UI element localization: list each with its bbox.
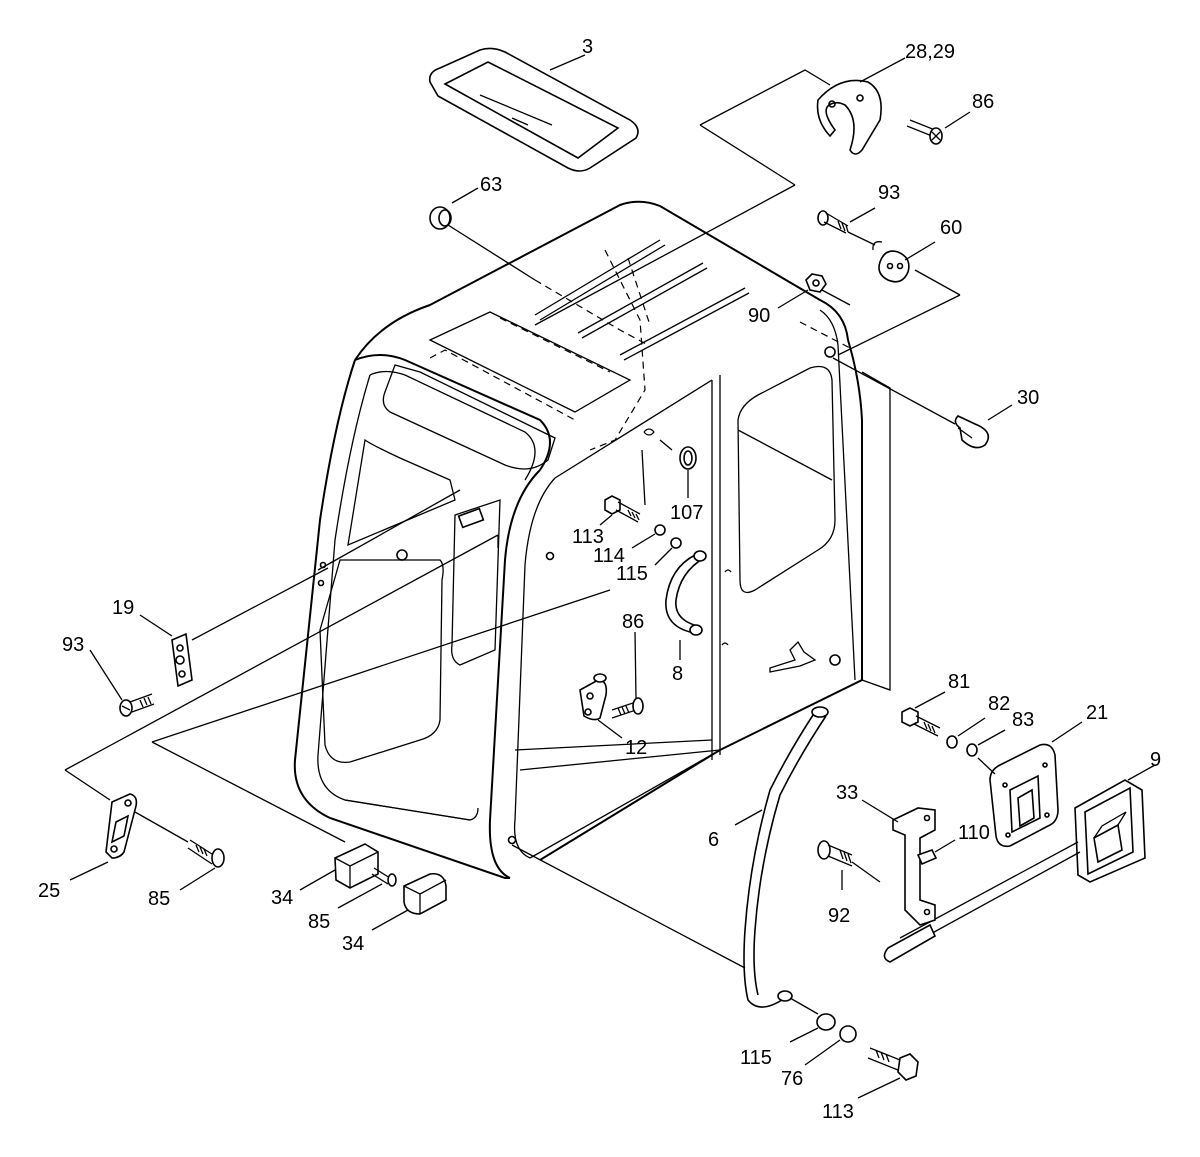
label-6: 6: [708, 829, 719, 851]
part-screw-85-left: [187, 839, 225, 868]
label-63: 63: [480, 174, 502, 196]
part-washer-115-bottom: [816, 1013, 836, 1031]
part-bolt-92: [817, 840, 853, 867]
label-21: 21: [1086, 702, 1108, 724]
part-bracket-33: [892, 807, 936, 926]
part-bolt-93-top: [817, 210, 849, 234]
label-85-left: 85: [148, 888, 170, 910]
label-85-mid: 85: [308, 911, 330, 933]
part-washer-76: [839, 1025, 857, 1043]
label-8: 8: [672, 663, 683, 685]
part-washer-115-mid: [670, 537, 682, 549]
label-3: 3: [582, 36, 593, 58]
part-bolt-113-bottom: [867, 1047, 919, 1081]
part-handle-8: [665, 550, 707, 636]
part-cap-34-b: [403, 872, 447, 915]
part-bolt-81: [901, 707, 941, 737]
part-labels: 3 28,29 86 63 93 60 90 30 107 113 114 11…: [38, 36, 1161, 1123]
label-25: 25: [38, 880, 60, 902]
label-93-top: 93: [878, 182, 900, 204]
label-19: 19: [112, 597, 134, 619]
label-9: 9: [1150, 749, 1161, 771]
label-60: 60: [940, 217, 962, 239]
label-110: 110: [958, 822, 990, 844]
part-screw-86-top: [906, 119, 943, 145]
part-screw-86-mid: [611, 697, 644, 719]
part-bracket-12: [579, 673, 608, 721]
label-28-29: 28,29: [905, 41, 955, 63]
part-washer-82: [946, 735, 958, 749]
label-115-bottom: 115: [740, 1047, 772, 1069]
part-ring-107: [679, 446, 697, 470]
part-plate-19: [171, 632, 193, 688]
label-12: 12: [625, 737, 647, 759]
label-81: 81: [948, 671, 970, 693]
part-roof-glass: [428, 47, 639, 172]
label-86-mid: 86: [622, 611, 644, 633]
part-plate-28-29: [816, 79, 882, 155]
part-latch-60: [872, 241, 910, 283]
label-33: 33: [836, 782, 858, 804]
label-113-bottom: 113: [822, 1101, 854, 1123]
part-grommet-63: [429, 206, 452, 230]
part-plate-25: [105, 793, 138, 859]
label-92: 92: [828, 905, 850, 927]
label-90: 90: [748, 305, 770, 327]
label-34-b: 34: [342, 933, 364, 955]
label-30: 30: [1017, 387, 1039, 409]
part-rod-6: [743, 706, 829, 1008]
hole-near-107: [643, 428, 655, 436]
part-bolt-113-mid: [604, 495, 641, 523]
part-screw-93-left: [119, 693, 155, 717]
label-107: 107: [670, 502, 703, 524]
part-nut-90: [805, 273, 827, 293]
label-76: 76: [781, 1068, 803, 1090]
label-113-mid: 113: [572, 526, 604, 548]
part-plate-21: [989, 743, 1059, 848]
label-86-top: 86: [972, 91, 994, 113]
part-pin-110: [916, 849, 938, 866]
label-114: 114: [593, 545, 625, 567]
leader-lines: [64, 54, 1156, 1099]
part-washer-83: [966, 743, 978, 757]
label-34-a: 34: [271, 887, 293, 909]
part-washer-114: [654, 524, 666, 536]
part-switch-9: [883, 779, 1146, 963]
label-115-mid: 115: [616, 563, 648, 585]
label-82: 82: [988, 693, 1010, 715]
part-cap-34-a: [334, 843, 379, 889]
part-screw-85-mid: [371, 867, 397, 887]
part-bumper-30: [954, 415, 990, 449]
label-83: 83: [1012, 709, 1034, 731]
label-93-left: 93: [62, 634, 84, 656]
